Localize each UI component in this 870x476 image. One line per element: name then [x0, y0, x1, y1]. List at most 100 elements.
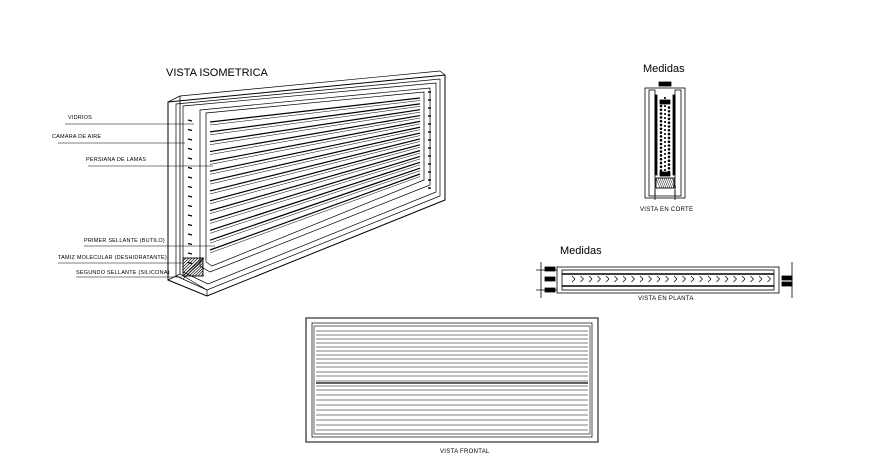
plan-tick-2	[614, 278, 618, 283]
isometric-title: VISTA ISOMETRICA	[166, 67, 268, 79]
iso-hatch-line	[182, 257, 193, 268]
plan-tick-2	[750, 278, 754, 283]
label-tamiz-molecular: TAMIZ MOLECULAR (DESHIDRATANTE)	[58, 255, 167, 261]
plan-tick	[614, 275, 618, 280]
plan-tick-2	[733, 278, 737, 283]
iso-slat-edge	[209, 129, 421, 175]
section-dot-r	[667, 159, 671, 163]
plan-tick	[767, 275, 771, 280]
iso-slat	[209, 114, 421, 153]
section-hatch-line	[667, 177, 673, 189]
plan-tick-2	[605, 278, 610, 283]
iso-slat	[209, 109, 421, 143]
section-outer	[644, 87, 686, 199]
iso-slat	[209, 97, 421, 123]
iso-slat	[209, 173, 421, 251]
iso-tick	[187, 185, 193, 189]
section-dot-l	[659, 161, 663, 165]
iso-slat	[209, 103, 421, 133]
iso-hatch-line	[182, 257, 196, 271]
plan-dim-left-mark-1	[544, 266, 556, 272]
section-dot-r	[667, 148, 671, 151]
section-dot-r	[667, 106, 671, 109]
iso-hatch-line	[182, 257, 199, 274]
section-dot-l	[659, 157, 663, 161]
iso-slat	[209, 120, 421, 162]
iso-hatch-line-2	[194, 267, 204, 277]
iso-slat-edge	[209, 152, 421, 214]
section-dot-r	[667, 136, 671, 140]
plan-tick-2	[682, 278, 686, 283]
plan-tick	[631, 275, 635, 280]
section-glass-left	[654, 94, 658, 176]
iso-frame-inner-3	[199, 87, 431, 273]
plan-tick	[716, 275, 720, 280]
iso-tick	[187, 223, 193, 227]
iso-hatch-line	[182, 257, 190, 265]
iso-glass-area	[205, 91, 425, 267]
section-dot-l	[659, 116, 663, 119]
iso-slat-edge	[209, 170, 421, 244]
plan-tick	[758, 275, 763, 280]
section-hatch-line	[665, 177, 671, 189]
section-dot-r	[667, 140, 671, 144]
section-dot-r	[667, 125, 671, 128]
iso-slat-edge	[209, 164, 421, 234]
label-persiana: PERSIANA DE LAMAS	[86, 157, 147, 163]
iso-spacer-ticks	[187, 91, 431, 265]
plan-tick	[656, 275, 661, 280]
plan-tick-2	[767, 278, 771, 283]
section-dot-r	[667, 113, 671, 117]
plan-tick	[648, 275, 652, 280]
section-dot-l	[659, 104, 663, 108]
plan-tick	[673, 275, 678, 280]
section-hatch-line	[663, 177, 669, 189]
front-outer	[305, 317, 599, 443]
section-dot-l	[659, 154, 663, 157]
iso-slat	[209, 132, 421, 182]
iso-slat-edge	[209, 176, 421, 254]
iso-slat-edge	[209, 111, 421, 145]
plan-tick	[724, 275, 729, 280]
plan-tick-2	[707, 278, 712, 283]
plan-tick	[605, 275, 610, 280]
plan-tick	[699, 275, 703, 280]
section-hatch-line	[671, 177, 677, 189]
plan-tick-2	[716, 278, 720, 283]
section-dot-l	[659, 131, 663, 134]
section-dot-l	[659, 169, 663, 172]
plan-title: Medidas	[560, 245, 602, 257]
plan-tick-2	[597, 278, 601, 283]
plan-tick-2	[758, 278, 763, 283]
plan-view	[536, 262, 793, 298]
iso-frame-top-edge	[179, 70, 441, 97]
iso-slat	[209, 155, 421, 222]
plan-tick-2	[673, 278, 678, 283]
plan-dim-right-mark-2	[781, 281, 793, 287]
iso-slat	[209, 144, 421, 202]
section-dot-r	[667, 121, 671, 124]
plan-tick-2	[656, 278, 661, 283]
section-dot-l	[659, 127, 663, 131]
iso-slats	[209, 97, 421, 254]
label-camara-de-aire: CAMARA DE AIRE	[52, 134, 102, 140]
section-dim-bottom-inner	[659, 171, 671, 177]
iso-slat	[209, 138, 421, 192]
section-hatch	[655, 177, 677, 189]
plan-caption: VISTA EN PLANTA	[638, 296, 694, 302]
iso-hatch-line-2	[200, 272, 204, 277]
plan-tick	[707, 275, 712, 280]
iso-tick	[187, 214, 193, 217]
iso-hatch-line	[182, 257, 187, 262]
iso-slat-edge	[209, 100, 421, 126]
plan-tick-2	[690, 278, 695, 283]
iso-tick	[187, 138, 193, 141]
section-dot-r	[667, 144, 671, 147]
plan-dim-left-mark-3	[544, 287, 556, 293]
plan-tick-2	[665, 278, 669, 283]
label-vidrios: VIDRIOS	[68, 115, 93, 121]
section-dot-l	[659, 138, 663, 142]
plan-tick-2	[588, 278, 593, 283]
section-hatch-line	[661, 177, 667, 189]
